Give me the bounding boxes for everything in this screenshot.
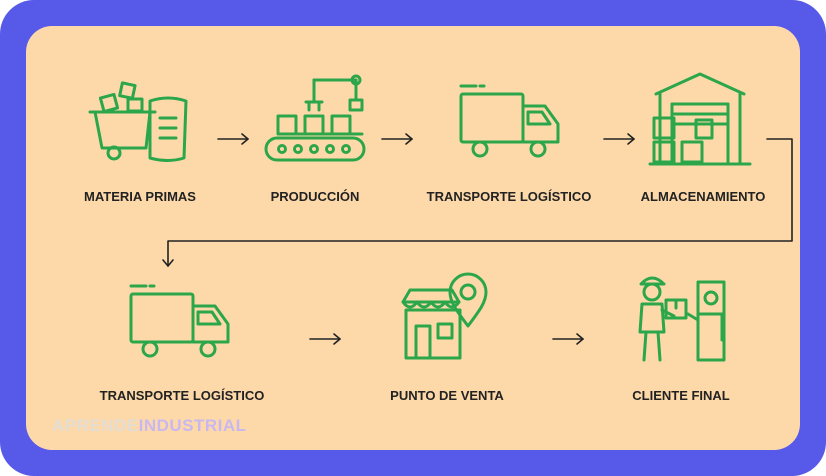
watermark-part-1: APRENDE [52,416,139,435]
factory-conveyor-icon [264,74,366,162]
step-label-storage: ALMACENAMIENTO [641,189,766,204]
flow-arrow [217,133,249,145]
courier-customer-icon [638,276,726,362]
diagram-panel [26,26,800,450]
watermark-logo: APRENDEINDUSTRIAL [52,416,247,436]
delivery-truck-icon [129,284,230,358]
raw-materials-icon [88,81,188,162]
flow-arrow [603,133,635,145]
step-label-raw-materials: MATERIA PRIMAS [84,189,196,204]
flow-arrow [381,133,413,145]
flow-arrow [552,333,584,345]
watermark-part-2: INDUSTRIAL [138,416,247,435]
step-label-transport-1: TRANSPORTE LOGÍSTICO [427,189,592,204]
row-connector-arrow [162,138,793,267]
flow-arrow [309,333,341,345]
store-location-icon [401,272,488,360]
step-label-point-of-sale: PUNTO DE VENTA [390,388,504,403]
delivery-truck-icon [459,84,560,158]
step-label-production: PRODUCCIÓN [271,189,360,204]
step-label-transport-2: TRANSPORTE LOGÍSTICO [100,388,265,403]
step-label-final-customer: CLIENTE FINAL [632,388,730,403]
warehouse-icon [648,72,752,166]
